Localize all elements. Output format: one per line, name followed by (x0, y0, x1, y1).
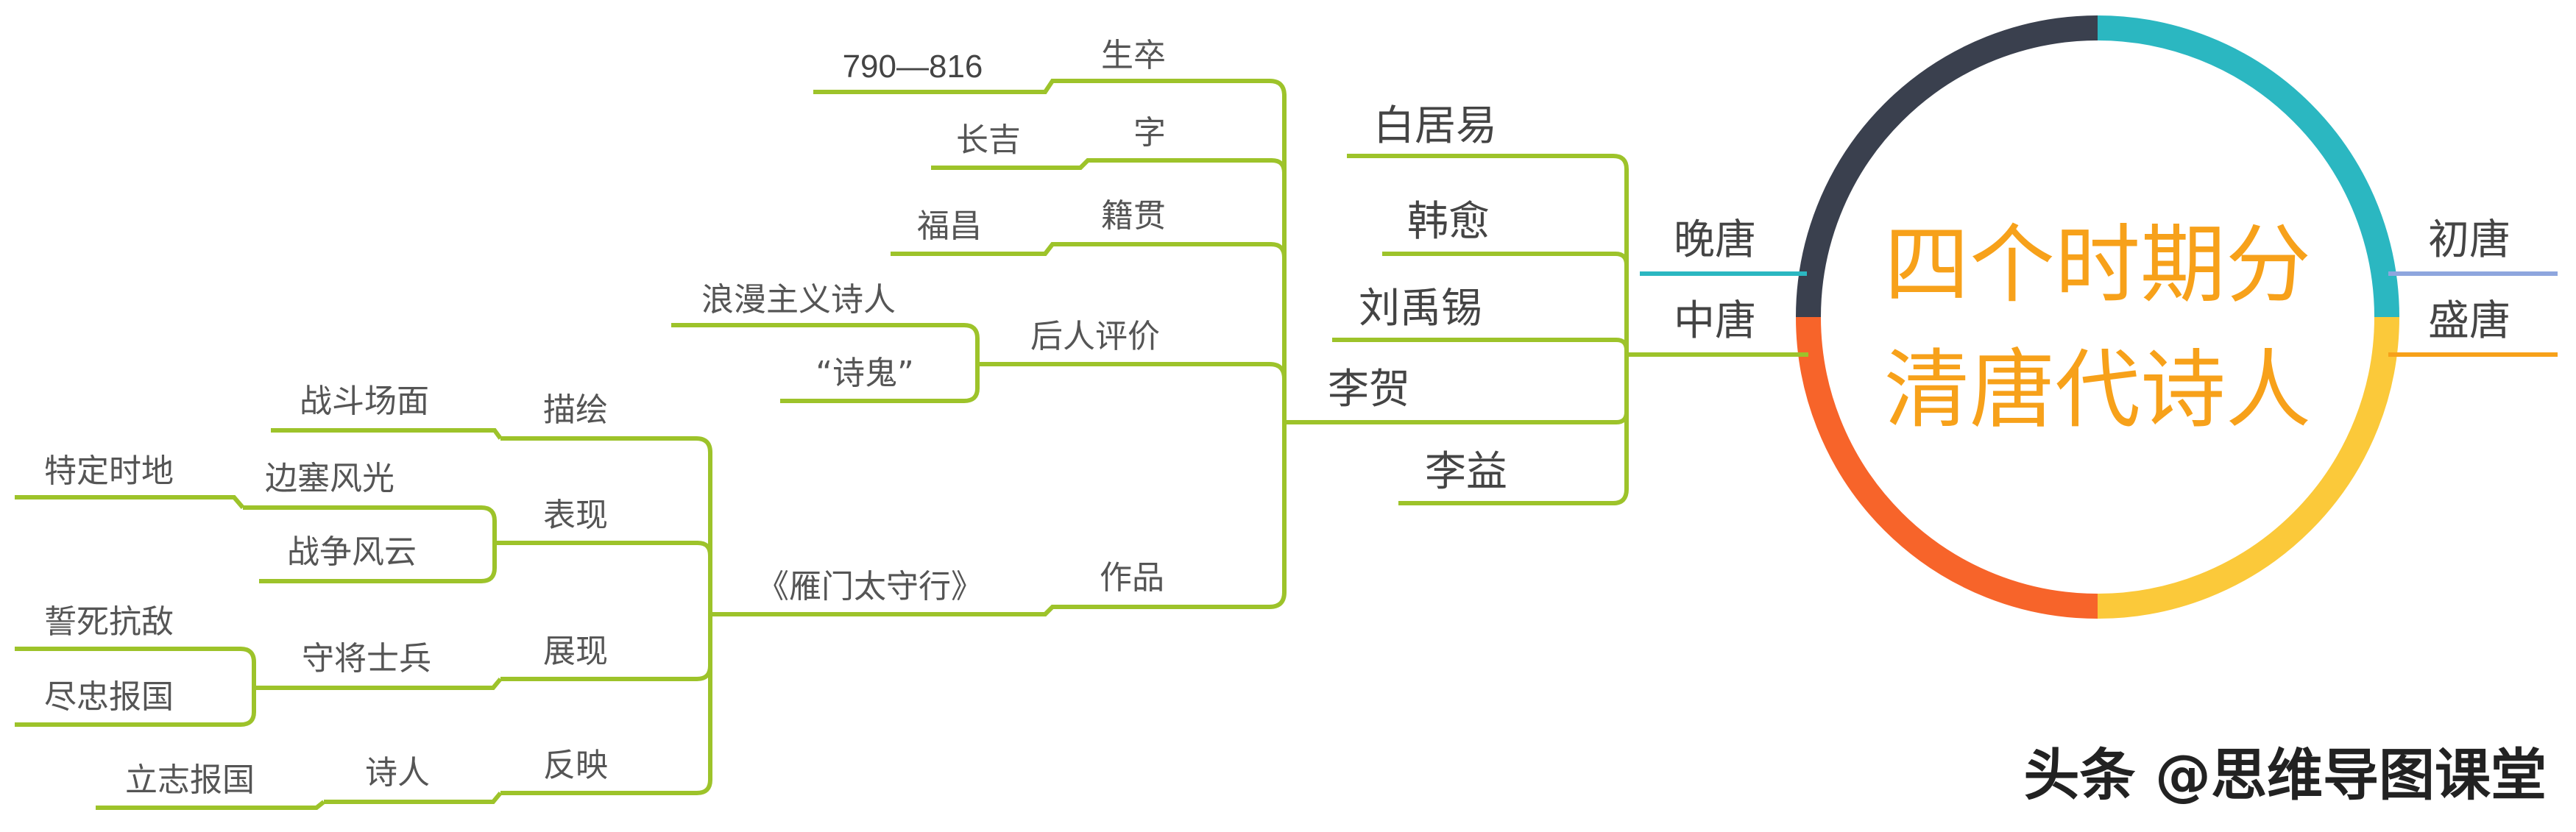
label-miaohui[interactable]: 描绘 (543, 391, 608, 429)
pingjia-subbranch (671, 323, 980, 403)
label-zhanxian[interactable]: 展现 (543, 633, 608, 670)
period-zhong-tang[interactable]: 中唐 (1674, 297, 1756, 345)
biaoxian-subbranch (243, 505, 500, 583)
line-shiren (324, 792, 503, 804)
center-node[interactable]: 四个时期分 清唐代诗人 (1796, 15, 2399, 619)
value-pingjia-1: 浪漫主义诗人 (701, 281, 896, 319)
label-pingjia[interactable]: 后人评价 (1030, 318, 1160, 355)
value-teding: 特定时地 (44, 452, 174, 490)
value-work[interactable]: 《雁门太守行》 (757, 568, 983, 605)
ring-segment-teal (2097, 15, 2399, 318)
ring-segment-orange (1796, 316, 2098, 619)
value-biansai: 边塞风光 (265, 460, 394, 497)
label-zuopin[interactable]: 作品 (1100, 559, 1164, 597)
work-branch (500, 436, 712, 795)
period-chu-tang[interactable]: 初唐 (2428, 216, 2510, 264)
watermark: 头条 @思维导图课堂 (2024, 742, 2547, 808)
value-zi: 长吉 (956, 121, 1021, 159)
ring-segment-yellow (2097, 316, 2399, 619)
label-shengzu[interactable]: 生卒 (1101, 37, 1166, 74)
poet-li-yi[interactable]: 李益 (1425, 448, 1507, 496)
period-wan-tang[interactable]: 晚唐 (1674, 216, 1756, 264)
value-lizhi: 立志报国 (125, 761, 255, 799)
poets-branch (1284, 154, 1629, 505)
value-jiguan: 福昌 (917, 207, 982, 245)
poet-liu-yuxi[interactable]: 刘禹锡 (1359, 285, 1482, 333)
value-pingjia-2: “诗鬼” (815, 355, 914, 392)
value-zhanzheng: 战争风云 (287, 533, 417, 571)
value-zhandou: 战斗场面 (300, 383, 429, 420)
line-shoujiang (259, 678, 503, 690)
poet-han-yu[interactable]: 韩愈 (1407, 198, 1490, 246)
line-zhandou (271, 428, 503, 440)
line-teding (15, 495, 245, 509)
center-title-line1: 四个时期分 (1884, 216, 2311, 315)
poet-bai-juyi[interactable]: 白居易 (1373, 102, 1497, 150)
period-sheng-tang[interactable]: 盛唐 (2428, 297, 2510, 345)
label-biaoxian[interactable]: 表现 (543, 497, 608, 534)
line-lizhi (96, 800, 325, 810)
center-title-line2: 清唐代诗人 (1884, 341, 2311, 440)
value-shengzu: 790—816 (843, 49, 983, 85)
label-fanying[interactable]: 反映 (543, 747, 608, 784)
li-he-branch (710, 79, 1287, 616)
value-shisi: 誓死抗敌 (44, 603, 174, 641)
value-jinzhong: 尽忠报国 (44, 678, 174, 716)
poet-li-he[interactable]: 李贺 (1328, 366, 1410, 413)
value-shoujiang: 守将士兵 (302, 640, 431, 678)
label-zi[interactable]: 字 (1133, 114, 1166, 152)
value-shiren: 诗人 (365, 754, 430, 792)
ring-segment-dark (1796, 15, 2098, 318)
shoujiang-subbranch (15, 647, 259, 727)
label-jiguan[interactable]: 籍贯 (1101, 197, 1166, 235)
